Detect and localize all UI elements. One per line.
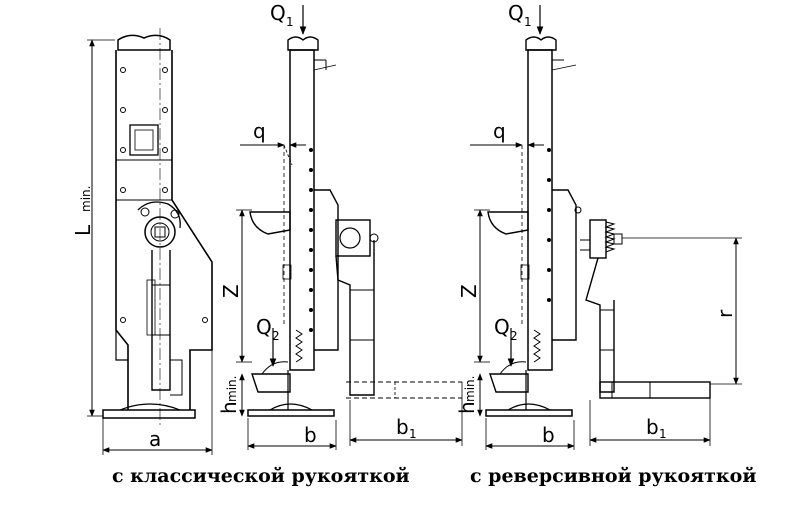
dim-label-h-reverse: h [455, 401, 479, 414]
load-label-Q1-reverse: Q [508, 1, 524, 25]
dim-label-Z: Z [219, 284, 243, 298]
dim-label-b1: b [396, 415, 409, 439]
load-label-Q2-reverse: Q [494, 315, 510, 339]
dim-label-b1-reverse: b [646, 415, 659, 439]
dim-label-q: q [253, 119, 266, 143]
dim-label-b-reverse: b [542, 423, 555, 447]
dim-label-q-reverse: q [493, 119, 506, 143]
load-sub-Q1: 1 [286, 15, 294, 29]
load-label-Q2: Q [256, 315, 272, 339]
load-sub-Q1-reverse: 1 [524, 15, 532, 29]
dim-sub-h: min. [225, 376, 239, 402]
dim-sub-L: min. [79, 186, 93, 212]
front-view: L min. a [71, 28, 213, 455]
dim-label-a: a [149, 427, 161, 451]
dim-label-L: L [71, 224, 95, 236]
dim-label-Z-reverse: Z [457, 284, 481, 298]
load-sub-Q2: 2 [272, 329, 280, 343]
load-sub-Q2-reverse: 2 [510, 329, 518, 343]
dim-sub-b1: 1 [409, 427, 417, 441]
dim-label-r: r [713, 309, 737, 318]
dim-label-h: h [217, 401, 241, 414]
caption-classic-handle: с классической рукояткой [112, 465, 410, 487]
dim-label-b: b [304, 423, 317, 447]
side-view-reverse: Q 1 [455, 1, 742, 450]
dim-sub-b1-reverse: 1 [659, 427, 667, 441]
side-view-classic: Q 1 [217, 1, 463, 450]
dim-sub-h-reverse: min. [463, 376, 477, 402]
caption-reverse-handle: с реверсивной рукояткой [470, 465, 757, 487]
load-label-Q1: Q [270, 1, 286, 25]
